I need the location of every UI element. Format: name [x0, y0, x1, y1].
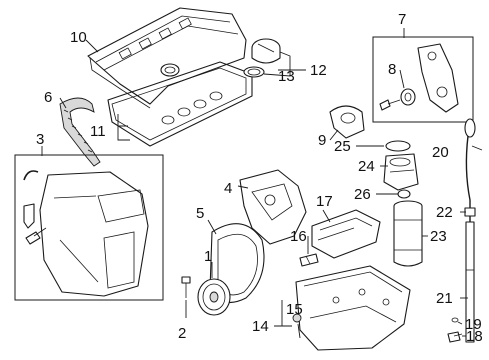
callout-19: 19	[465, 316, 482, 333]
callout-25: 25	[334, 138, 351, 155]
mount-bracket	[329, 105, 365, 139]
callout-5: 5	[196, 205, 204, 222]
oil-pan	[295, 265, 411, 351]
callout-7: 7	[398, 11, 406, 28]
timing-cover-box	[14, 154, 164, 301]
callout-22: 22	[436, 204, 453, 221]
pulley-bolt	[181, 276, 191, 298]
callout-labels: 10 6 3 11 13 12 7 8 9 25 24 26 20 4 17 5…	[36, 11, 483, 345]
callout-14: 14	[252, 318, 269, 335]
crankshaft-pulley	[197, 278, 231, 316]
filler-cap-seal	[243, 66, 265, 78]
callout-9: 9	[318, 132, 326, 149]
callout-4: 4	[224, 180, 232, 197]
rear-timing-cover	[239, 169, 307, 245]
tensioner-roller	[400, 88, 416, 106]
oil-filter-housing	[383, 153, 419, 191]
callout-17: 17	[316, 193, 333, 210]
timing-cover	[39, 171, 149, 297]
drain-plug	[292, 313, 302, 323]
callout-12: 12	[310, 62, 327, 79]
callout-11: 11	[90, 123, 106, 140]
tensioner-bolt	[379, 99, 401, 111]
leader-lines	[41, 28, 483, 339]
timing-cover-bracket	[23, 203, 35, 229]
callout-1: 1	[204, 248, 212, 265]
callout-23: 23	[430, 228, 447, 245]
callout-26: 26	[354, 186, 371, 203]
timing-cover-bolt	[25, 227, 47, 245]
oil-filler-cap	[251, 38, 281, 64]
oil-filter-gasket	[385, 140, 411, 152]
valve-cover-gasket	[107, 61, 253, 147]
timing-belt	[59, 97, 101, 167]
timing-belt-tensioner	[417, 43, 459, 113]
oil-dipstick	[464, 118, 476, 230]
callout-3: 3	[36, 131, 44, 148]
oil-filter	[393, 200, 423, 267]
oil-pan-baffle	[311, 209, 381, 259]
callout-21: 21	[436, 290, 453, 307]
callout-8: 8	[388, 61, 396, 78]
oil-level-sensor	[447, 331, 463, 343]
dipstick-tube	[465, 221, 475, 343]
callout-6: 6	[44, 89, 52, 106]
callout-16: 16	[290, 228, 307, 245]
valve-cover	[87, 7, 247, 109]
timing-cover-hose	[23, 170, 39, 181]
housing-seal	[397, 189, 411, 199]
oil-pickup-tube	[299, 253, 319, 267]
callout-18: 18	[466, 328, 483, 345]
drain-washer	[451, 317, 459, 323]
callout-10: 10	[70, 29, 87, 46]
tensioner-box	[372, 36, 474, 123]
callout-13: 13	[278, 68, 295, 85]
callout-2: 2	[178, 325, 186, 342]
callout-20: 20	[432, 144, 449, 161]
callout-15: 15	[286, 301, 303, 318]
dipstick-o-ring	[464, 207, 476, 217]
callout-24: 24	[358, 158, 375, 175]
